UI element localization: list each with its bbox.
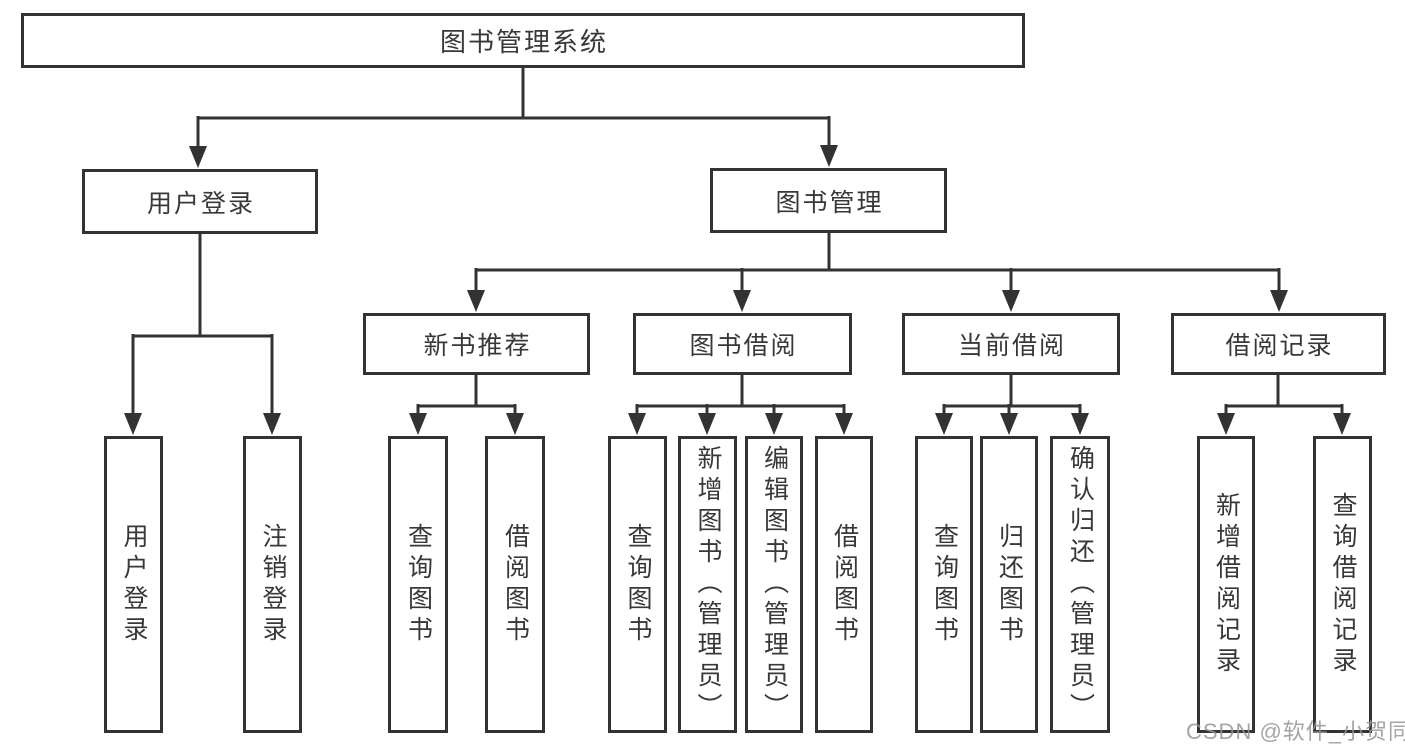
arrowhead-down-icon [765, 413, 783, 435]
arrowhead-down-icon [628, 413, 646, 435]
node-user-login: 用户登录 [82, 169, 318, 234]
node-leaf-bb-add-book-admin: 新增图书（管理员） [678, 436, 737, 733]
node-label: 用户登录 [146, 189, 255, 218]
node-leaf-bb-borrow-book: 借阅图书 [815, 436, 873, 733]
arrowhead-down-icon [1270, 290, 1288, 312]
node-leaf-rec-query-book: 查询图书 [388, 436, 448, 733]
arrowhead-down-icon [1217, 413, 1235, 435]
node-label: 借阅图书 [830, 522, 859, 647]
node-current-borrowing: 当前借阅 [902, 313, 1120, 375]
node-leaf-bb-query-book: 查询图书 [608, 436, 667, 733]
node-label: 查询图书 [624, 522, 652, 647]
node-label: 编辑图书（管理员） [760, 445, 789, 724]
arrowhead-down-icon [1071, 413, 1089, 435]
node-label: 图书管理 [775, 188, 884, 217]
arrowhead-down-icon [1333, 413, 1351, 435]
node-library-management-system: 图书管理系统 [21, 13, 1025, 68]
arrowhead-down-icon [467, 290, 485, 312]
node-leaf-cb-query-book: 查询图书 [915, 436, 973, 733]
node-leaf-cb-confirm-return-admin: 确认归还（管理员） [1050, 436, 1110, 733]
arrowhead-down-icon [698, 413, 716, 435]
node-label: 借阅记录 [1225, 332, 1334, 360]
csdn-watermark: CSDN @软件_小贺同学 [1186, 719, 1405, 744]
node-leaf-rec-borrow-book: 借阅图书 [485, 436, 545, 733]
node-new-book-recommend: 新书推荐 [363, 313, 590, 375]
node-label: 图书管理系统 [439, 27, 608, 57]
node-label: 查询图书 [930, 522, 959, 647]
arrowhead-down-icon [733, 290, 751, 312]
arrowhead-down-icon [1000, 413, 1018, 435]
node-label: 注销登录 [259, 522, 287, 647]
node-label: 新增借阅记录 [1212, 491, 1241, 678]
node-label: 查询图书 [404, 522, 433, 647]
node-borrow-records: 借阅记录 [1171, 313, 1386, 375]
node-label: 图书借阅 [689, 332, 798, 360]
node-book-management: 图书管理 [710, 168, 947, 233]
node-label: 归还图书 [995, 522, 1024, 647]
node-leaf-user-login: 用户登录 [104, 436, 163, 733]
node-label: 用户登录 [120, 522, 148, 647]
node-label: 新增图书（管理员） [694, 445, 722, 724]
node-label: 当前借阅 [957, 332, 1066, 360]
arrowhead-down-icon [263, 413, 281, 435]
arrowhead-down-icon [189, 146, 207, 168]
arrowhead-down-icon [1002, 290, 1020, 312]
arrowhead-down-icon [820, 145, 838, 167]
arrowhead-down-icon [935, 413, 953, 435]
node-leaf-cb-return-book: 归还图书 [980, 436, 1038, 733]
arrowhead-down-icon [506, 413, 524, 435]
node-label: 查询借阅记录 [1329, 491, 1357, 678]
node-leaf-br-query-record: 查询借阅记录 [1313, 436, 1372, 733]
node-label: 新书推荐 [423, 332, 532, 360]
node-leaf-bb-edit-book-admin: 编辑图书（管理员） [745, 436, 803, 733]
arrowhead-down-icon [835, 413, 853, 435]
arrowhead-down-icon [124, 413, 142, 435]
node-leaf-logout: 注销登录 [243, 436, 302, 733]
node-book-borrowing: 图书借阅 [633, 313, 852, 375]
node-leaf-br-add-record: 新增借阅记录 [1197, 436, 1255, 733]
arrowhead-down-icon [409, 413, 427, 435]
node-label: 借阅图书 [501, 522, 530, 647]
node-label: 确认归还（管理员） [1066, 445, 1095, 724]
